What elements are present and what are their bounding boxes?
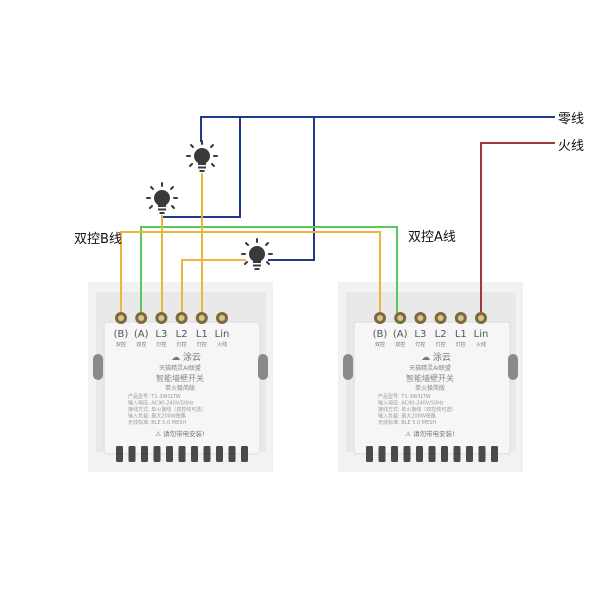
brand-logo: ☁ 涂云 <box>421 351 451 363</box>
warning-text: ⚠ 请勿带电安装! <box>405 429 455 438</box>
vent-slot <box>478 446 486 462</box>
terminal-sublabel: 灯控 <box>456 341 466 348</box>
vent-slot <box>416 446 423 462</box>
terminal-sublabel: 灯控 <box>436 341 446 348</box>
terminal-label: (A) <box>134 329 149 340</box>
vent-slot <box>366 446 373 462</box>
bulb-icon <box>186 140 218 173</box>
terminal-label: L1 <box>196 329 208 340</box>
neutral-wire-bulb1 <box>162 117 241 218</box>
twoway-a-wire <box>140 226 398 316</box>
neutral-wire-bulb3 <box>268 117 315 261</box>
terminal-sublabel: 灯控 <box>156 341 166 348</box>
vent-slot <box>491 446 498 462</box>
vent-slot <box>441 446 448 462</box>
terminal-sublabel: 火线 <box>217 341 227 348</box>
terminal-label: (A) <box>393 329 408 340</box>
terminal-sublabel: 灯控 <box>197 341 207 348</box>
neutral-wire <box>200 116 555 142</box>
twoway-b-label: 双控B线 <box>74 232 122 247</box>
product-title: 智能墙壁开关 <box>406 373 454 383</box>
terminal-sublabel: 灯控 <box>177 341 187 348</box>
vent-slot <box>116 446 123 462</box>
vent-slot <box>141 446 148 462</box>
product-title: 智能墙壁开关 <box>156 373 204 383</box>
vent-slot <box>166 446 173 462</box>
spec-line: 产品型号: T1-3W3LTW <box>128 393 181 400</box>
vent-slot <box>378 446 386 462</box>
bulb-icon <box>241 238 273 271</box>
product-subtitle: 单火极简版 <box>415 384 445 392</box>
vent-slot <box>466 446 473 462</box>
vent-slot <box>453 446 461 462</box>
vent-slot <box>428 446 436 462</box>
terminal-label: Lin <box>215 329 230 340</box>
live-label: 火线 <box>558 139 585 154</box>
alliance-text: 天猫精灵AI联盟 <box>409 364 451 372</box>
vent-slot <box>153 446 161 462</box>
terminal-label: L2 <box>435 329 447 340</box>
bulb-icon <box>146 182 178 215</box>
l2-wire <box>181 259 246 316</box>
live-wire <box>480 142 555 316</box>
twoway-a-label: 双控A线 <box>408 230 456 245</box>
vent-slot <box>178 446 186 462</box>
spec-line: 无线标准: BLE 5.0 MESH <box>378 419 436 426</box>
spec-line: 输入负载: 最大200W每路 <box>128 413 186 420</box>
spec-line: 接线方式: 单火接线（双控线可选） <box>128 406 206 413</box>
spec-line: 输入电压: AC90-240V/50Hz <box>128 400 194 407</box>
terminal-label: L3 <box>155 329 167 340</box>
brand-logo: ☁ 涂云 <box>171 351 201 363</box>
terminal-sublabel: 火线 <box>476 341 486 348</box>
terminal-sublabel: 双控 <box>375 341 385 348</box>
twoway-b-wire <box>120 231 381 316</box>
vent-slot <box>128 446 136 462</box>
spec-line: 接线方式: 单火接线（双控线可选） <box>378 406 456 413</box>
vent-slot <box>228 446 236 462</box>
spec-line: 产品型号: T1-3W3LTW <box>378 393 431 400</box>
terminal-label: L3 <box>414 329 426 340</box>
spec-line: 输入电压: AC90-240V/50Hz <box>378 400 444 407</box>
terminal-label: L1 <box>455 329 467 340</box>
vent-slot <box>191 446 198 462</box>
terminal-label: (B) <box>373 329 388 340</box>
terminal-sublabel: 双控 <box>136 341 146 348</box>
terminal-sublabel: 灯控 <box>415 341 425 348</box>
terminal-sublabel: 双控 <box>395 341 405 348</box>
product-subtitle: 单火极简版 <box>165 384 195 392</box>
terminal-label: Lin <box>474 329 489 340</box>
vent-slot <box>403 446 411 462</box>
alliance-text: 天猫精灵AI联盟 <box>159 364 201 372</box>
vent-slot <box>203 446 211 462</box>
vent-slot <box>241 446 248 462</box>
terminal-sublabel: 双控 <box>116 341 126 348</box>
vent-slot <box>391 446 398 462</box>
spec-line: 无线标准: BLE 5.0 MESH <box>128 419 186 426</box>
vent-slot <box>216 446 223 462</box>
terminal-label: L2 <box>176 329 188 340</box>
terminal-label: (B) <box>114 329 129 340</box>
neutral-label: 零线 <box>558 112 585 127</box>
warning-text: ⚠ 请勿带电安装! <box>155 429 205 438</box>
spec-line: 输入负载: 最大200W每路 <box>378 413 436 420</box>
